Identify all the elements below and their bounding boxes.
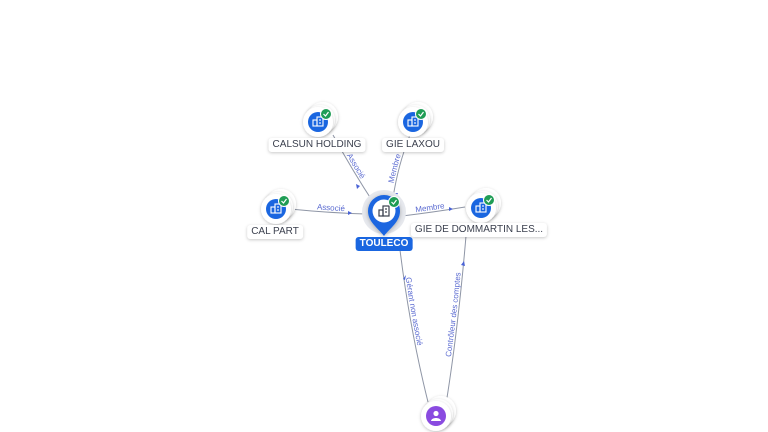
svg-text:Associé: Associé — [317, 202, 346, 213]
check-badge-icon — [320, 108, 332, 120]
check-badge-icon — [388, 196, 400, 208]
edge-label-gerant: Gérant non associé — [404, 277, 425, 347]
edge-person-touleco-manager[interactable]: Gérant non associé — [399, 249, 429, 403]
edge-arrow — [449, 207, 453, 211]
node-person[interactable] — [421, 396, 456, 431]
building-icon — [378, 205, 390, 217]
node-touleco-center[interactable] — [362, 190, 406, 236]
edge-arrow — [348, 211, 352, 215]
building-icon — [312, 116, 324, 127]
svg-text:Associé: Associé — [345, 152, 367, 181]
edge-arrow — [461, 261, 465, 266]
node-cal-part[interactable] — [261, 189, 296, 224]
person-icon — [431, 410, 441, 421]
check-badge-icon — [415, 108, 427, 120]
building-icon — [475, 202, 487, 213]
svg-text:Membre: Membre — [415, 201, 446, 214]
edge-label-membre-dommartin: Membre — [415, 201, 446, 214]
edge-arrow — [403, 275, 406, 280]
node-label-touleco[interactable]: TOULECO — [355, 237, 413, 251]
edge-label-associe-calsun: Associé — [345, 152, 367, 181]
edge-calpart-touleco[interactable]: Associé — [289, 202, 367, 215]
check-badge-icon — [278, 195, 290, 207]
edge-arrow — [356, 184, 360, 189]
node-label-calsun-holding[interactable]: CALSUN HOLDING — [268, 138, 366, 152]
building-icon — [407, 116, 419, 127]
check-badge-icon — [483, 194, 495, 206]
node-gie-laxou[interactable] — [398, 102, 433, 137]
building-icon — [270, 203, 282, 214]
svg-text:Membre: Membre — [387, 152, 403, 184]
edge-label-associe-calpart: Associé — [317, 202, 346, 213]
node-label-gie-de-dommartin[interactable]: GIE DE DOMMARTIN LES... — [410, 223, 548, 237]
svg-text:Contrôleur des comptes: Contrôleur des comptes — [444, 272, 463, 357]
edge-person-touleco-auditor[interactable]: Contrôleur des comptes — [444, 235, 467, 405]
node-label-cal-part[interactable]: CAL PART — [247, 225, 303, 239]
svg-text:Gérant non associé: Gérant non associé — [404, 277, 425, 347]
node-calsun-holding[interactable] — [303, 102, 338, 137]
edge-touleco-dommartin[interactable]: Membre — [401, 201, 466, 217]
edge-label-membre-laxou: Membre — [387, 152, 403, 184]
node-gie-de-dommartin[interactable] — [466, 188, 501, 223]
node-label-gie-laxou[interactable]: GIE LAXOU — [382, 138, 444, 152]
edge-label-controleur: Contrôleur des comptes — [444, 272, 463, 357]
